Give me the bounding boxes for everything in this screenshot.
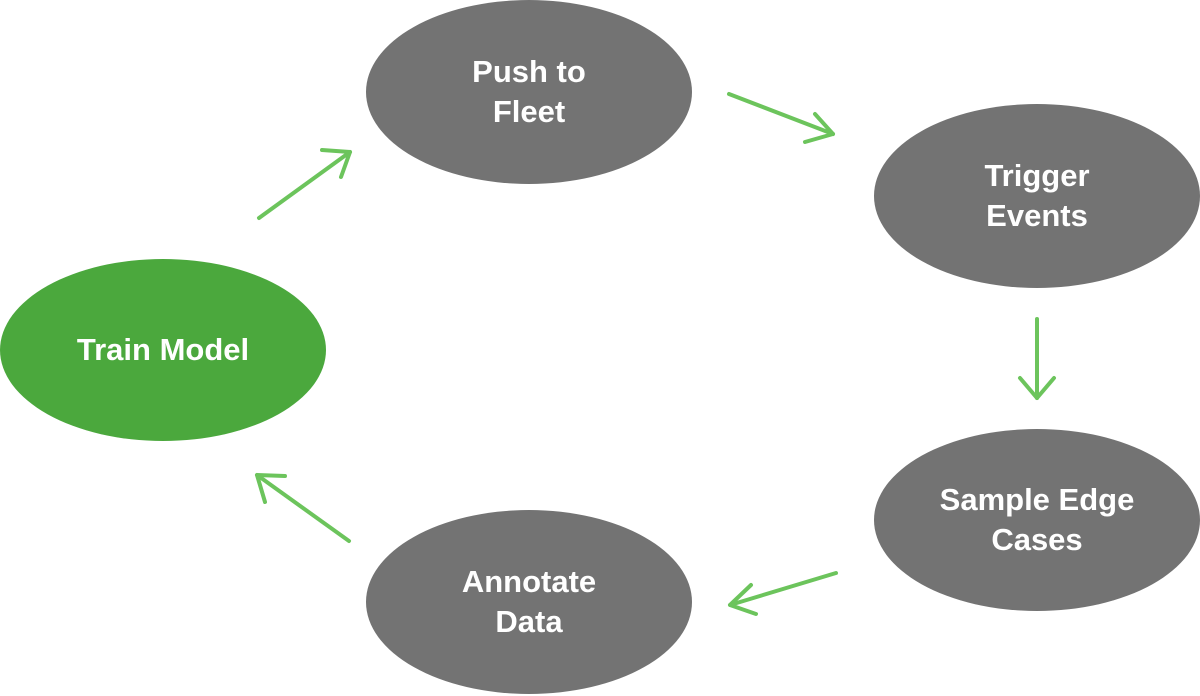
node-label-line: Annotate bbox=[461, 564, 597, 599]
node-label-line: Data bbox=[495, 604, 563, 639]
node-trigger-events: Trigger Events bbox=[874, 104, 1200, 288]
node-label-line: Sample Edge bbox=[939, 482, 1135, 517]
node-annotate-data: Annotate Data bbox=[366, 510, 692, 694]
node-label-line: Events bbox=[986, 198, 1088, 233]
node-label-line: Push to bbox=[472, 54, 586, 89]
arrow-sample-to-annot bbox=[728, 571, 838, 616]
node-sample-edge-cases: Sample Edge Cases bbox=[874, 429, 1200, 611]
arrow-train-to-push bbox=[257, 148, 352, 220]
node-push-to-fleet: Push to Fleet bbox=[366, 0, 692, 184]
node-label-line: Trigger bbox=[984, 158, 1090, 193]
node-label-line: Fleet bbox=[492, 94, 566, 129]
node-label-line: Cases bbox=[991, 522, 1083, 557]
arrow-push-to-trigger bbox=[727, 92, 835, 144]
arrow-annot-to-train bbox=[255, 473, 351, 543]
node-train-model: Train Model bbox=[0, 259, 326, 441]
arrow-trigger-to-sample bbox=[1018, 317, 1056, 400]
node-label-line: Train Model bbox=[76, 332, 250, 367]
